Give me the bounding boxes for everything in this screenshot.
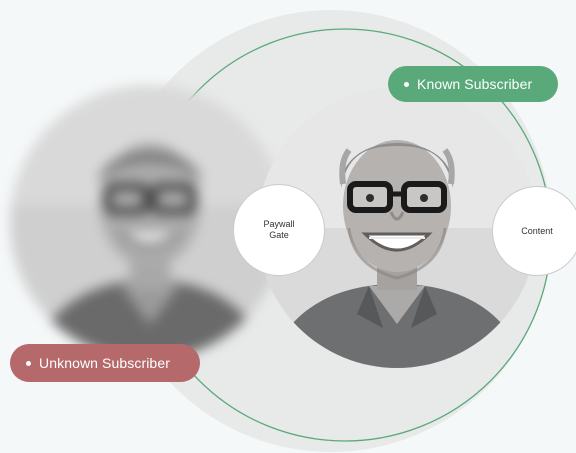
- dot-icon: [404, 81, 409, 87]
- known-subscriber-badge: Known Subscriber: [388, 66, 558, 102]
- unknown-subscriber-badge: Unknown Subscriber: [10, 344, 200, 382]
- content-node: Content: [492, 186, 576, 276]
- unknown-subscriber-label: Unknown Subscriber: [39, 355, 170, 371]
- dot-icon: [26, 360, 31, 366]
- unknown-subscriber-photo: [10, 85, 285, 360]
- paywall-gate-label: Paywall Gate: [263, 219, 295, 240]
- paywall-gate-node: Paywall Gate: [233, 184, 325, 276]
- known-subscriber-label: Known Subscriber: [417, 76, 533, 92]
- content-label: Content: [521, 225, 553, 236]
